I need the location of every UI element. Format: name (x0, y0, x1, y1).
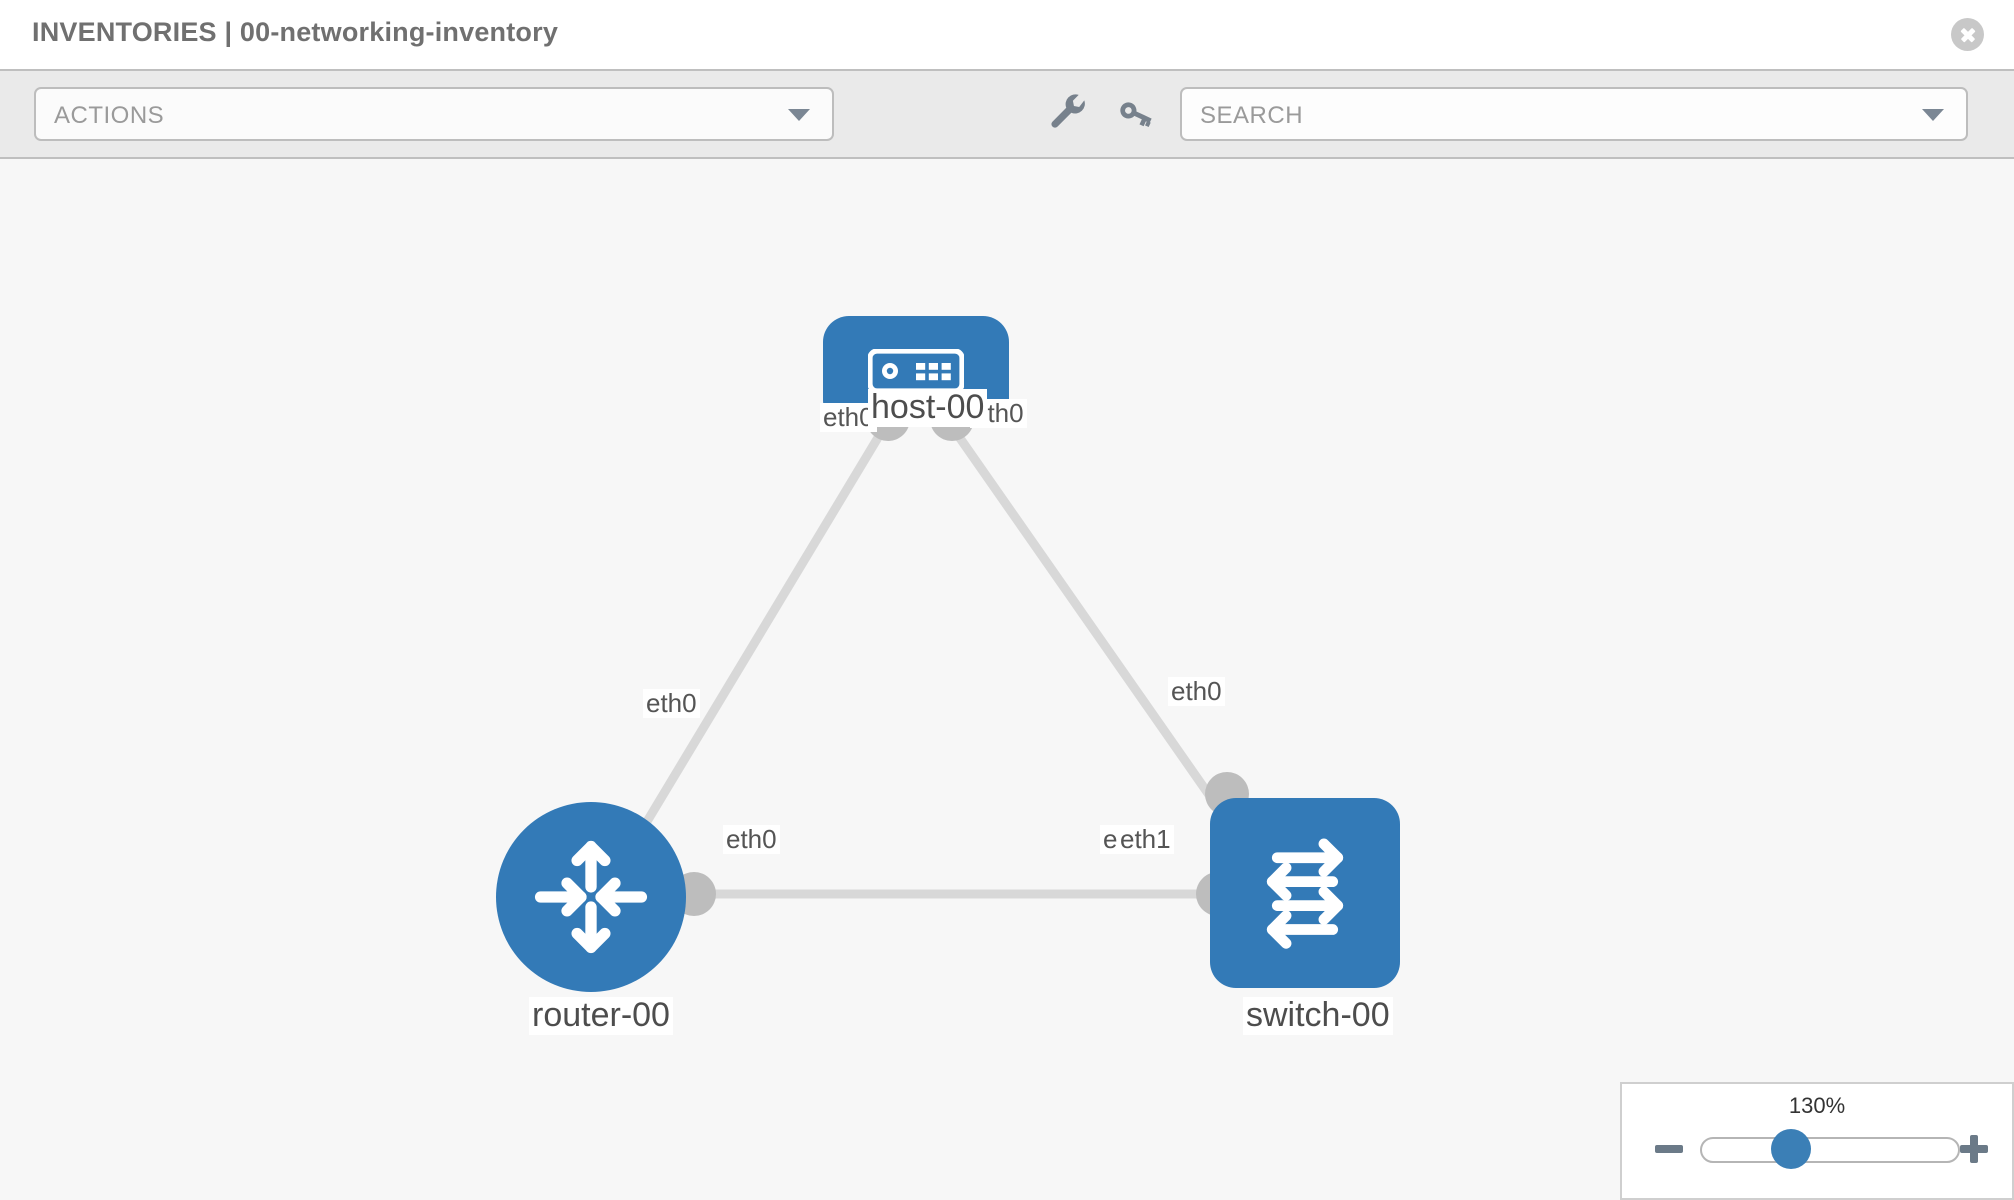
zoom-control-panel: 130% (1620, 1082, 2014, 1200)
page-title: INVENTORIES | 00-networking-inventory (32, 17, 559, 47)
iface-label-router-right: eth0 (723, 825, 780, 855)
zoom-slider-track[interactable] (1700, 1137, 1960, 1163)
switch-arrows-icon (1210, 798, 1400, 988)
wrench-icon[interactable] (1047, 93, 1089, 135)
plus-icon-bar-v (1970, 1135, 1978, 1163)
toolbar: ACTIONS SEARCH (0, 69, 2014, 159)
node-label-host-00: host-00 (868, 389, 988, 427)
plus-icon[interactable] (1960, 1134, 1990, 1164)
iface-label-host-left: eth0 (820, 403, 877, 433)
topology-graph: eth0 eth0 eth0 eth0 eth0 eth0 eth1 host-… (0, 159, 2014, 1200)
zoom-slider-thumb[interactable] (1771, 1129, 1811, 1169)
node-switch-00[interactable] (1210, 798, 1400, 988)
search-input[interactable]: SEARCH (1180, 87, 1968, 141)
node-label-switch-00: switch-00 (1243, 997, 1393, 1035)
switch-arrows-icon-svg (1266, 838, 1344, 949)
link-host-router[interactable] (612, 418, 892, 876)
page-header: INVENTORIES | 00-networking-inventory (0, 0, 2014, 69)
chevron-down-icon[interactable] (1922, 109, 1944, 121)
wrench-icon-svg (1051, 94, 1085, 128)
actions-dropdown[interactable]: ACTIONS (34, 87, 834, 141)
minus-icon-bar (1655, 1145, 1683, 1153)
server-icon-svg (868, 349, 964, 393)
key-icon-svg (1120, 102, 1152, 128)
close-icon[interactable] (1951, 18, 1984, 51)
node-router-00[interactable] (496, 802, 686, 992)
router-arrows-icon-svg (534, 840, 648, 954)
iface-label-switch-up: eth0 (1168, 677, 1225, 707)
actions-dropdown-label: ACTIONS (54, 102, 165, 129)
node-label-router-00: router-00 (529, 997, 673, 1035)
iface-label-router-up: eth0 (643, 689, 700, 719)
key-icon[interactable] (1115, 93, 1157, 135)
chevron-down-icon (788, 109, 810, 121)
router-arrows-icon (496, 802, 686, 992)
iface-label-switch-left-b: eth1 (1117, 825, 1174, 855)
search-placeholder: SEARCH (1200, 102, 1304, 129)
minus-icon[interactable] (1655, 1134, 1685, 1164)
topology-canvas[interactable]: eth0 eth0 eth0 eth0 eth0 eth0 eth1 host-… (0, 159, 2014, 1200)
zoom-level-value: 130% (1788, 1093, 1846, 1118)
